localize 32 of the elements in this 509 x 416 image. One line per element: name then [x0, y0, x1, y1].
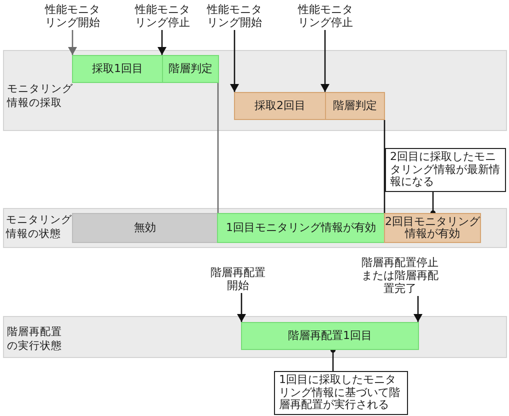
event-label: 性能モニタリング停止: [297, 3, 354, 30]
arrow: [320, 30, 330, 92]
timing-line: [384, 120, 386, 213]
lane-label: モニタリング情報の状態: [6, 213, 72, 241]
arrow: [230, 30, 239, 92]
state-bar: 2回目モニタリング情報が有効: [384, 213, 481, 243]
lane-label: モニタリング情報の採取: [7, 82, 74, 110]
phase-bar: 採取2回目: [234, 92, 326, 120]
phase-bar: 階層再配置1回目: [241, 322, 419, 350]
event-label: 性能モニタリング開始: [206, 3, 263, 30]
phase-bar: 階層判定: [325, 92, 385, 120]
leader-line: [430, 192, 436, 216]
event-label: 階層再配置停止または階層再配置完了: [358, 256, 442, 296]
arrow: [158, 30, 166, 55]
arrow: [237, 293, 246, 322]
phase-bar: 階層判定: [162, 55, 219, 83]
state-bar: 無効: [72, 213, 218, 243]
state-bar: 1回目モニタリング情報が有効: [217, 213, 385, 243]
event-label: 性能モニタリング開始: [44, 3, 101, 30]
arrow: [414, 296, 422, 322]
lane-label: 階層再配置の実行状態: [7, 325, 63, 353]
callout-box: 2回目に採取したモニタリング情報が最新情報になる: [385, 148, 506, 192]
event-label: 階層再配置開始: [208, 266, 268, 293]
timing-line: [217, 83, 219, 213]
lane-band: [3, 208, 507, 248]
leader-line: [330, 347, 336, 371]
lane-band: [3, 50, 507, 131]
arrow: [68, 30, 77, 55]
callout-box: 1回目に採取したモニタリング情報に基づいて階層再配置が実行される: [274, 371, 408, 415]
lane-band: [3, 316, 507, 358]
event-label: 性能モニタリング停止: [134, 3, 191, 30]
phase-bar: 採取1回目: [72, 55, 163, 83]
